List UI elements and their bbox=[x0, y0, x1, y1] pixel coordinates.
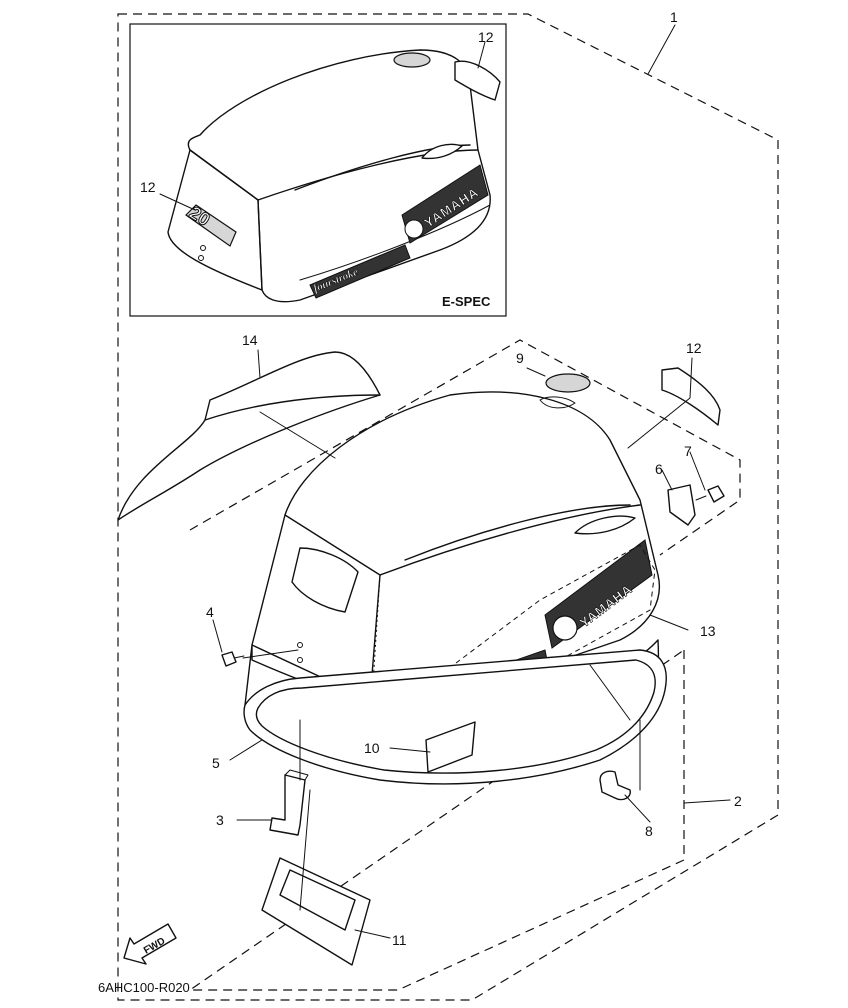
part-8-clip bbox=[599, 770, 631, 801]
callout-5: 5 bbox=[212, 755, 220, 771]
assembly-boundary-1 bbox=[117, 13, 779, 1001]
part-7-bolt bbox=[707, 485, 725, 503]
sub-assembly-boundary-2 bbox=[188, 339, 741, 991]
callouts: 1 2 3 4 5 6 7 8 9 10 11 12 12 12 13 14 bbox=[140, 9, 742, 948]
part-4-screw bbox=[221, 651, 237, 667]
inset-decal-12 bbox=[454, 60, 501, 101]
callout-12-main: 12 bbox=[686, 340, 702, 356]
callout-6: 6 bbox=[655, 461, 663, 477]
part-14-seal bbox=[117, 351, 381, 521]
inset-label: E-SPEC bbox=[442, 294, 491, 309]
decal-outline-13 bbox=[419, 544, 656, 716]
inset-top-cowling: YAMAHA fourstroke 20 bbox=[167, 49, 491, 303]
part-10-decal bbox=[425, 721, 476, 773]
leader-lines bbox=[159, 24, 731, 939]
part-12-decal bbox=[661, 367, 721, 426]
part-11-frame bbox=[261, 857, 371, 966]
callout-11: 11 bbox=[392, 932, 407, 948]
part-3-bracket bbox=[269, 774, 306, 836]
fwd-arrow: FWD bbox=[123, 923, 177, 965]
callout-9: 9 bbox=[516, 350, 524, 366]
callout-4: 4 bbox=[206, 604, 214, 620]
part-6-bracket bbox=[667, 484, 696, 526]
callout-10: 10 bbox=[364, 740, 380, 756]
callout-8: 8 bbox=[645, 823, 653, 839]
callout-12-inset-top: 12 bbox=[478, 29, 494, 45]
callout-2: 2 bbox=[734, 793, 742, 809]
callout-1: 1 bbox=[670, 9, 678, 25]
callout-12-inset-left: 12 bbox=[140, 179, 156, 195]
callout-3: 3 bbox=[216, 812, 224, 828]
callout-7: 7 bbox=[684, 443, 692, 459]
callout-13: 13 bbox=[700, 623, 716, 639]
drawing-code: 6AHC100-R020 bbox=[98, 980, 190, 995]
callout-14: 14 bbox=[242, 332, 258, 348]
